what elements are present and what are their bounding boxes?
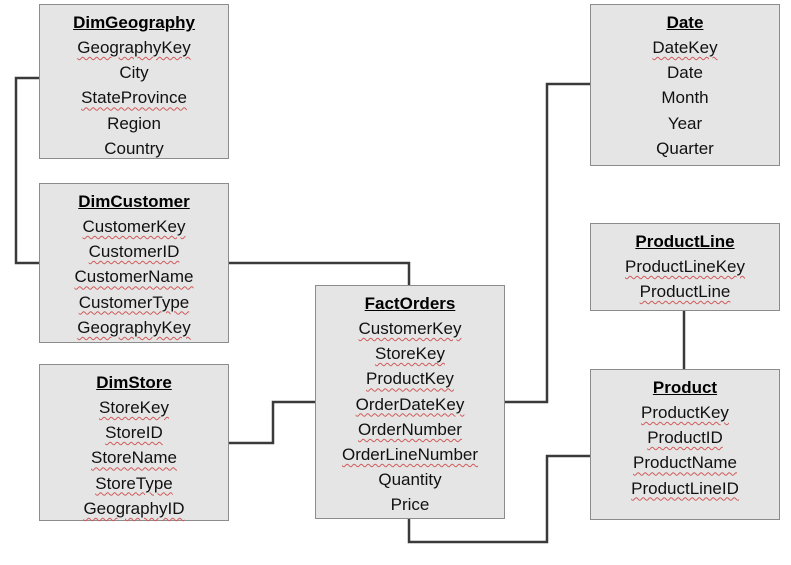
field-row: StoreID: [40, 420, 228, 445]
field-name: StoreKey: [375, 344, 445, 364]
field-name: OrderDateKey: [355, 394, 465, 414]
field-row: StoreKey: [316, 341, 504, 366]
field-name: OrderLineNumber: [341, 445, 479, 465]
field-row: DateKey: [591, 35, 779, 60]
field-name: ProductKey: [366, 369, 454, 389]
field-row: ProductLineKey: [591, 254, 779, 279]
field-row: ProductKey: [591, 400, 779, 425]
field-name: StoreKey: [99, 398, 169, 417]
field-name: ProductLineKey: [624, 257, 746, 276]
field-row: Price: [316, 492, 504, 517]
field-name: Price: [390, 495, 430, 515]
field-row: Date: [591, 60, 779, 85]
table-title: DimStore: [96, 373, 172, 392]
table-title: DimCustomer: [78, 192, 190, 211]
field-row: OrderLineNumber: [316, 442, 504, 467]
link-factorders-date: [505, 82, 590, 404]
field-row: CustomerName: [40, 264, 228, 289]
table-title: ProductLine: [635, 232, 735, 251]
field-row: GeographyKey: [40, 315, 228, 340]
table-title: FactOrders: [364, 294, 456, 313]
field-name: CustomerID: [88, 242, 180, 262]
field-name: Quantity: [378, 470, 442, 490]
field-row: Year: [591, 111, 779, 136]
field-name: CustomerKey: [82, 217, 186, 236]
field-row: StoreName: [40, 445, 228, 470]
field-name: ProductLineID: [631, 478, 739, 498]
field-name: Year: [667, 113, 703, 133]
field-name: ProductKey: [641, 403, 729, 422]
field-name: Month: [661, 88, 709, 108]
field-row: Quantity: [316, 467, 504, 492]
field-name: GeographyKey: [77, 317, 191, 337]
field-name: Quarter: [656, 138, 714, 158]
field-row: OrderNumber: [316, 417, 504, 442]
link-customer-factorders: [229, 261, 411, 285]
table-title: DimGeography: [73, 13, 195, 32]
field-row: Region: [40, 111, 228, 136]
field-row: Quarter: [591, 136, 779, 161]
field-name: GeographyKey: [77, 38, 191, 57]
field-row: CustomerID: [40, 239, 228, 264]
field-row: StoreType: [40, 471, 228, 496]
field-name: StoreName: [91, 448, 177, 468]
field-name: ProductID: [647, 428, 723, 448]
field-row: CustomerKey: [316, 316, 504, 341]
field-row: CustomerType: [40, 290, 228, 315]
field-row: GeographyKey: [40, 35, 228, 60]
field-row: CustomerKey: [40, 214, 228, 239]
field-row: Month: [591, 85, 779, 110]
field-row: StoreKey: [40, 395, 228, 420]
field-name: CustomerType: [78, 292, 190, 312]
field-row: ProductName: [591, 450, 779, 475]
field-name: CustomerKey: [358, 319, 462, 338]
link-factorders-product: [407, 454, 590, 544]
field-name: Country: [104, 138, 164, 158]
field-row: ProductID: [591, 425, 779, 450]
field-name: DateKey: [652, 38, 718, 57]
link-geography-customer: [14, 76, 39, 265]
field-row: ProductLine: [591, 279, 779, 304]
link-store-factorders: [229, 400, 315, 445]
table-title: Product: [652, 378, 718, 397]
field-row: StateProvince: [40, 85, 228, 110]
field-row: City: [40, 60, 228, 85]
field-name: StateProvince: [81, 88, 187, 108]
field-row: Country: [40, 136, 228, 161]
field-name: ProductName: [633, 453, 737, 473]
field-row: ProductKey: [316, 366, 504, 391]
field-row: GeographyID: [40, 496, 228, 521]
field-name: Region: [107, 113, 161, 133]
field-name: ProductLine: [639, 282, 731, 302]
field-row: ProductLineID: [591, 476, 779, 501]
field-name: GeographyID: [83, 498, 185, 518]
field-name: Date: [667, 63, 703, 83]
table-title: Date: [666, 13, 704, 32]
field-name: StoreType: [95, 473, 173, 493]
field-name: OrderNumber: [358, 419, 462, 439]
field-name: CustomerName: [74, 267, 194, 287]
field-name: City: [119, 63, 149, 83]
field-name: StoreID: [105, 423, 163, 443]
field-row: OrderDateKey: [316, 392, 504, 417]
